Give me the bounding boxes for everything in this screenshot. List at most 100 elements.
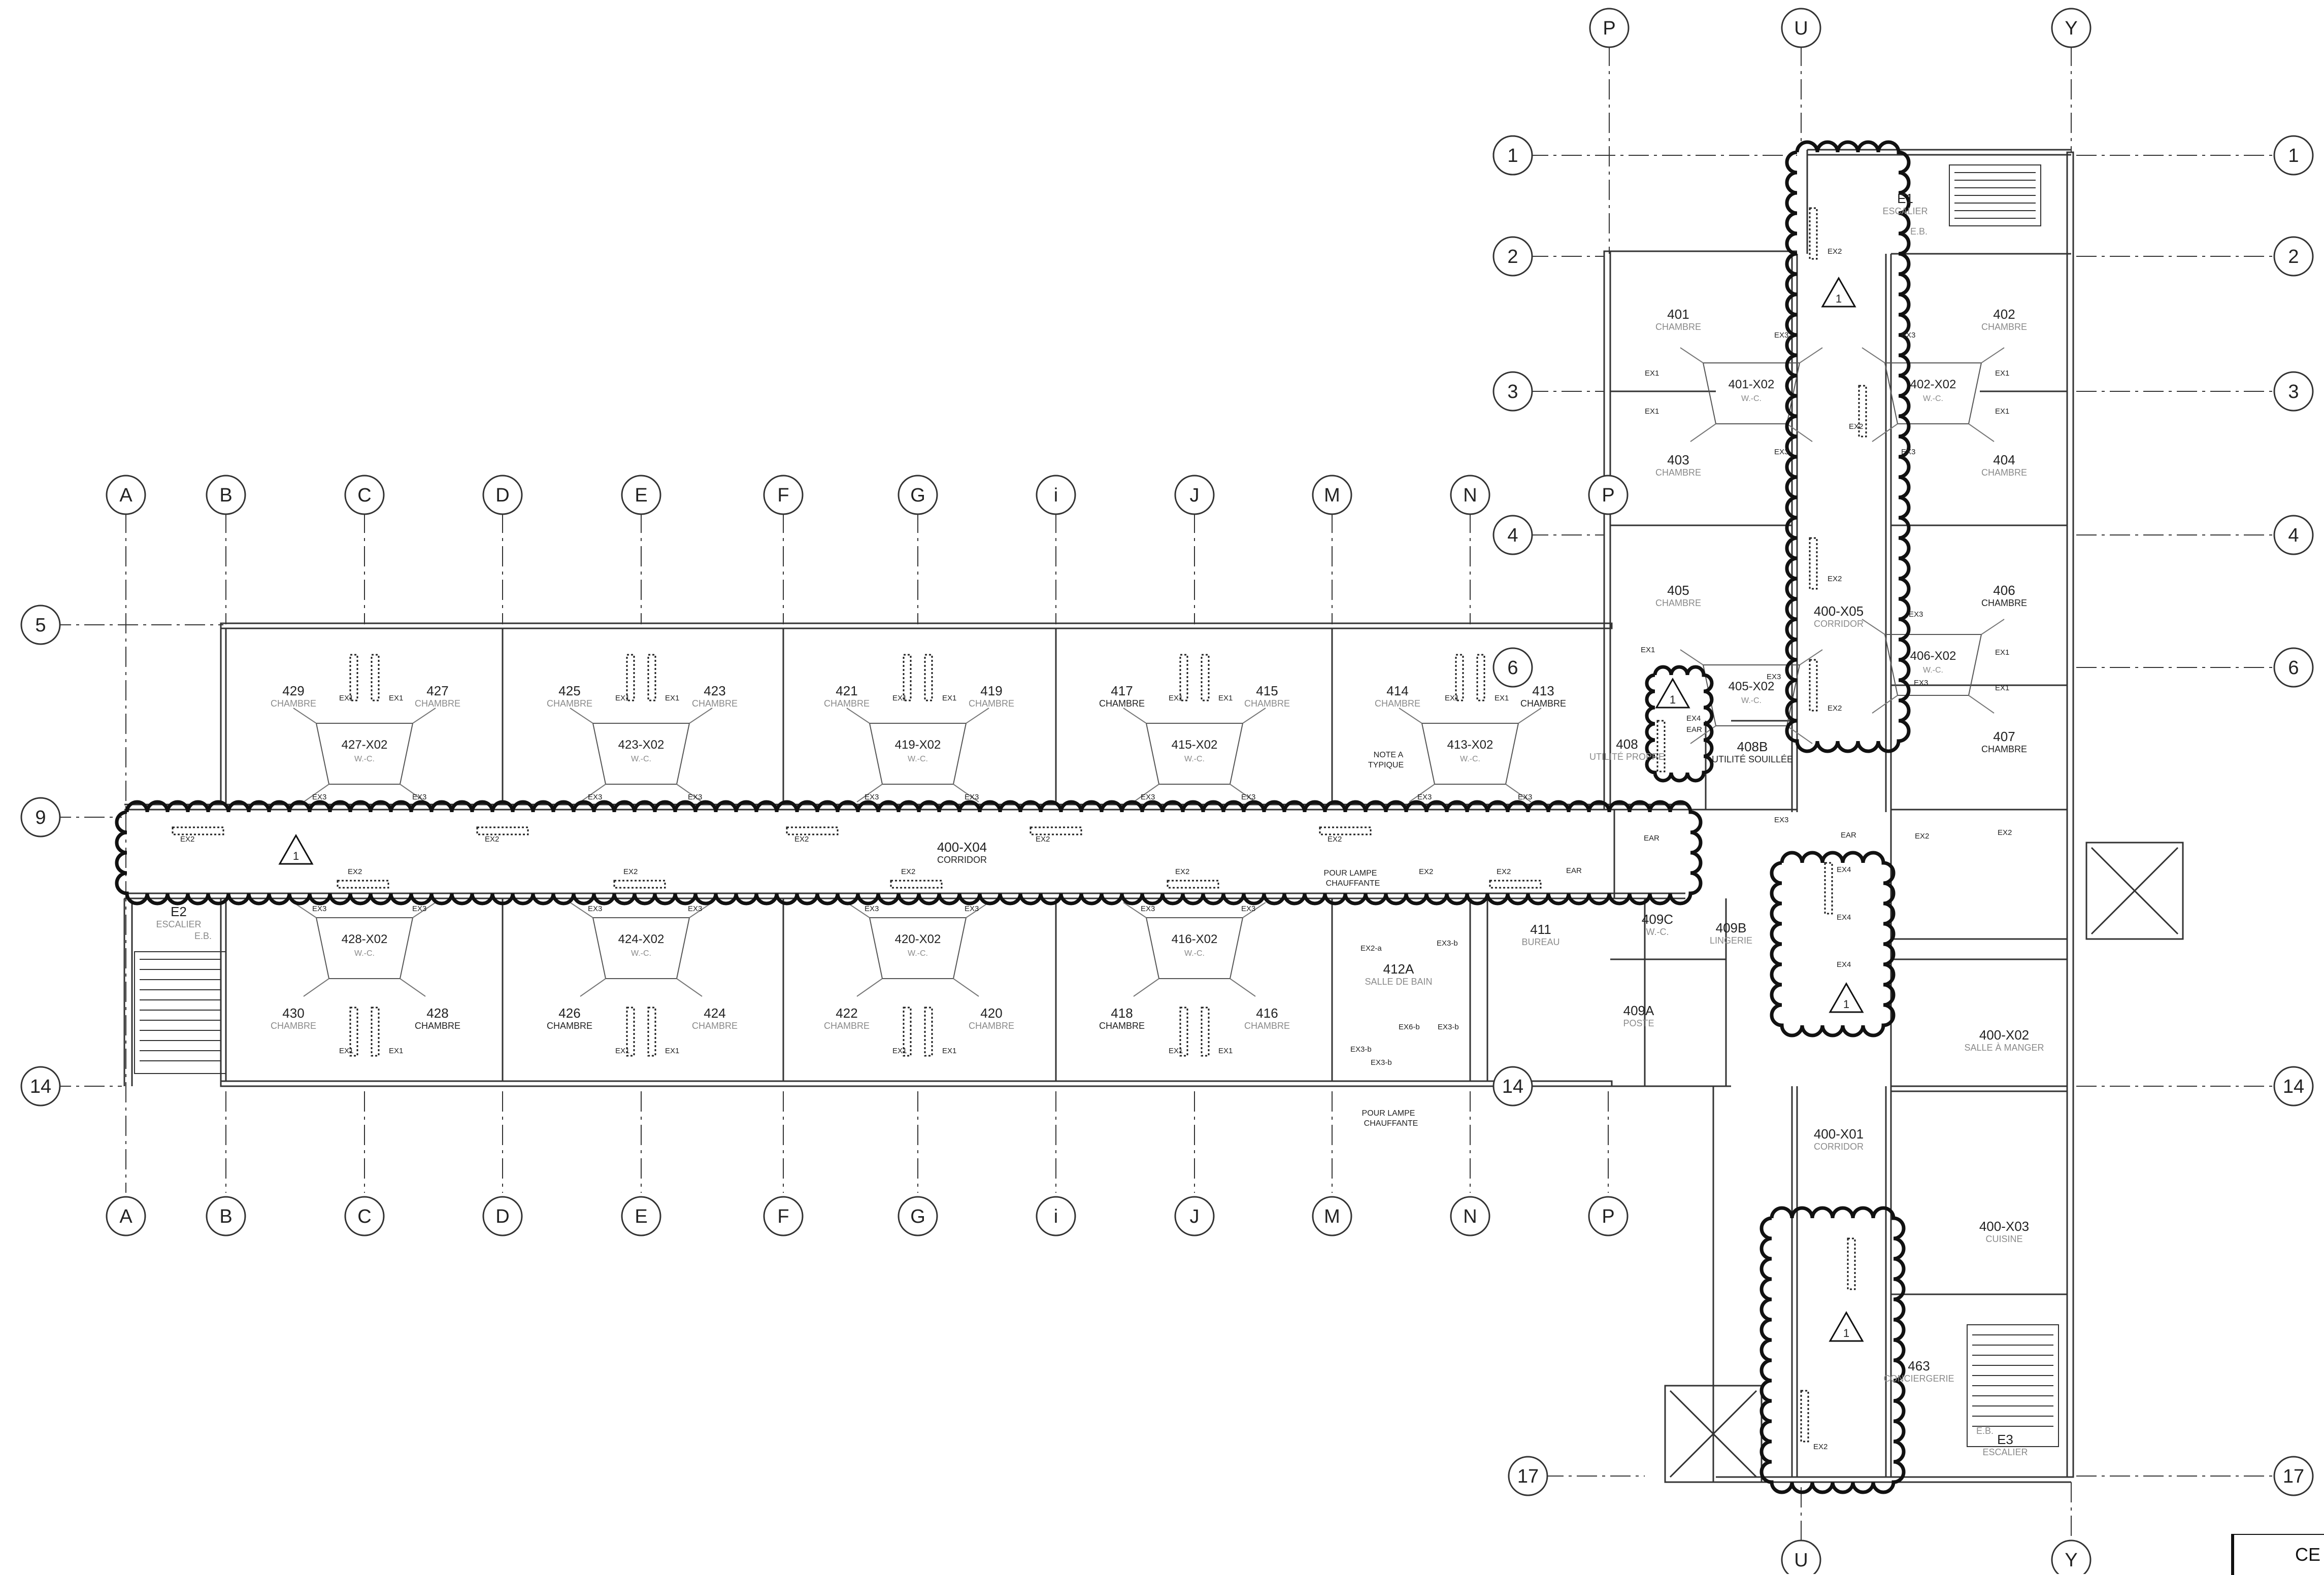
washroom-wings bbox=[1680, 649, 1823, 744]
room-number: E2 bbox=[171, 904, 187, 919]
washroom-outline bbox=[869, 723, 967, 785]
corridor-fixture-dotted bbox=[613, 880, 666, 889]
room-name: CHAMBRE bbox=[824, 1021, 870, 1031]
washroom-wings bbox=[1680, 347, 1823, 442]
fixture-dotted bbox=[647, 654, 656, 701]
equipment-label: EX1 bbox=[665, 694, 679, 702]
equipment-label: EX2 bbox=[1828, 704, 1842, 713]
washroom-number: 419-X02 bbox=[895, 738, 941, 752]
corridor-fixture-dotted bbox=[1809, 659, 1818, 712]
room-number: 400-X04 bbox=[937, 840, 987, 855]
grid-bubble-label: 6 bbox=[1507, 657, 1518, 679]
room-number: 412A bbox=[1383, 961, 1414, 977]
grid-bubble bbox=[1450, 1196, 1490, 1236]
room-name: LINGERIE bbox=[1710, 935, 1752, 946]
equipment-label: EX1 bbox=[892, 1047, 907, 1055]
room-name: CHAMBRE bbox=[1244, 698, 1290, 709]
grid-bubble bbox=[482, 1196, 523, 1236]
corridor-fixture-dotted bbox=[1319, 826, 1372, 835]
room-number: 416 bbox=[1256, 1006, 1278, 1021]
equipment-label: EX2-a bbox=[1360, 944, 1382, 953]
fixture-dotted bbox=[1179, 1007, 1188, 1057]
room-number: 409B bbox=[1716, 920, 1747, 935]
grid-bubble bbox=[2273, 371, 2314, 412]
grid-bubble bbox=[763, 475, 804, 515]
room-name: CHAMBRE bbox=[415, 698, 460, 709]
grid-bubble bbox=[621, 1196, 661, 1236]
room-number: 463 bbox=[1908, 1358, 1930, 1373]
washroom-wings bbox=[1399, 708, 1542, 802]
grid-bubble-label: Y bbox=[2065, 18, 2077, 39]
grid-bubble-label: 17 bbox=[1517, 1466, 1539, 1487]
corridor-fixture-dotted bbox=[1167, 880, 1219, 889]
note-text: NOTE A bbox=[1374, 751, 1404, 759]
room-name: CHAMBRE bbox=[1520, 698, 1566, 709]
grid-bubble-label: E bbox=[635, 1206, 647, 1227]
washroom-number: 415-X02 bbox=[1172, 738, 1218, 752]
equipment-label: EX3-b bbox=[1350, 1045, 1372, 1054]
room-name: CHAMBRE bbox=[692, 698, 738, 709]
grid-bubble-label: P bbox=[1602, 485, 1614, 506]
room-name: ESCALIER bbox=[1982, 1447, 2028, 1457]
washroom-number: 420-X02 bbox=[895, 932, 941, 946]
grid-bubble-label: 14 bbox=[30, 1076, 51, 1097]
grid-bubble bbox=[1036, 1196, 1076, 1236]
corridor-fixture-dotted bbox=[337, 880, 389, 889]
fixture-dotted bbox=[371, 654, 380, 701]
grid-bubble bbox=[20, 605, 61, 645]
equipment-label: EX1 bbox=[389, 1047, 403, 1055]
revision-triangle bbox=[1829, 1311, 1864, 1342]
room-number: 429 bbox=[282, 683, 304, 698]
revision-triangle bbox=[1829, 982, 1864, 1013]
equipment-label: EX2 bbox=[623, 867, 638, 876]
grid-bubble-label: D bbox=[495, 485, 509, 506]
room-name: CHAMBRE bbox=[415, 1021, 460, 1031]
washroom-wings bbox=[570, 902, 713, 997]
grid-bubble-label: E bbox=[635, 485, 647, 506]
eb-label: E.B. bbox=[1910, 226, 1928, 237]
note-text: CHAUFFANTE bbox=[1326, 879, 1380, 888]
grid-bubble-label: 4 bbox=[2288, 525, 2299, 546]
grid-bubble-label: U bbox=[1794, 1550, 1808, 1571]
room-number: 414 bbox=[1386, 683, 1408, 698]
room-number: 419 bbox=[980, 683, 1002, 698]
grid-bubble bbox=[1450, 475, 1490, 515]
washroom-outline bbox=[869, 917, 967, 979]
washroom-name: W.-C. bbox=[354, 755, 375, 763]
equipment-label: EX2 bbox=[1998, 828, 2012, 837]
equipment-label: EX2 bbox=[348, 867, 362, 876]
grid-bubble bbox=[1492, 371, 1533, 412]
cloud-junction bbox=[1770, 851, 1896, 1037]
equipment-label: EX4 bbox=[1837, 865, 1851, 874]
grid-bubble bbox=[106, 1196, 146, 1236]
equipment-label: EX1 bbox=[339, 1047, 353, 1055]
room-name: UTILITÉ SOUILLÉE bbox=[1712, 754, 1793, 764]
room-number: 408 bbox=[1616, 736, 1638, 752]
grid-bubble-label: Y bbox=[2065, 1550, 2077, 1571]
equipment-label: EX3 bbox=[412, 793, 426, 801]
corridor-fixture-dotted bbox=[1809, 537, 1818, 590]
washroom-name: W.-C. bbox=[1923, 666, 1943, 675]
room-number: 400-X05 bbox=[1814, 604, 1864, 619]
fixture-dotted bbox=[924, 654, 933, 701]
equipment-label: EX3 bbox=[312, 904, 326, 913]
equipment-label: EX3 bbox=[1141, 904, 1155, 913]
equipment-label: EX3 bbox=[312, 793, 326, 801]
room-number: 430 bbox=[282, 1006, 304, 1021]
revision-triangle bbox=[1821, 276, 1856, 308]
room-number: 420 bbox=[980, 1006, 1002, 1021]
grid-bubble bbox=[2273, 515, 2314, 555]
corridor-fixture-dotted bbox=[1824, 862, 1833, 915]
grid-bubble-label: P bbox=[1602, 1206, 1614, 1227]
equipment-label: EX3 bbox=[1518, 793, 1532, 801]
grid-bubble-label: 4 bbox=[1507, 525, 1518, 546]
room-name: CHAMBRE bbox=[824, 698, 870, 709]
fixture-dotted bbox=[349, 654, 358, 701]
washroom-name: W.-C. bbox=[908, 949, 928, 958]
washroom-outline bbox=[1145, 917, 1244, 979]
washroom-wings bbox=[293, 708, 436, 802]
washroom-wings bbox=[570, 708, 713, 802]
equipment-label: EX2 bbox=[794, 835, 809, 844]
